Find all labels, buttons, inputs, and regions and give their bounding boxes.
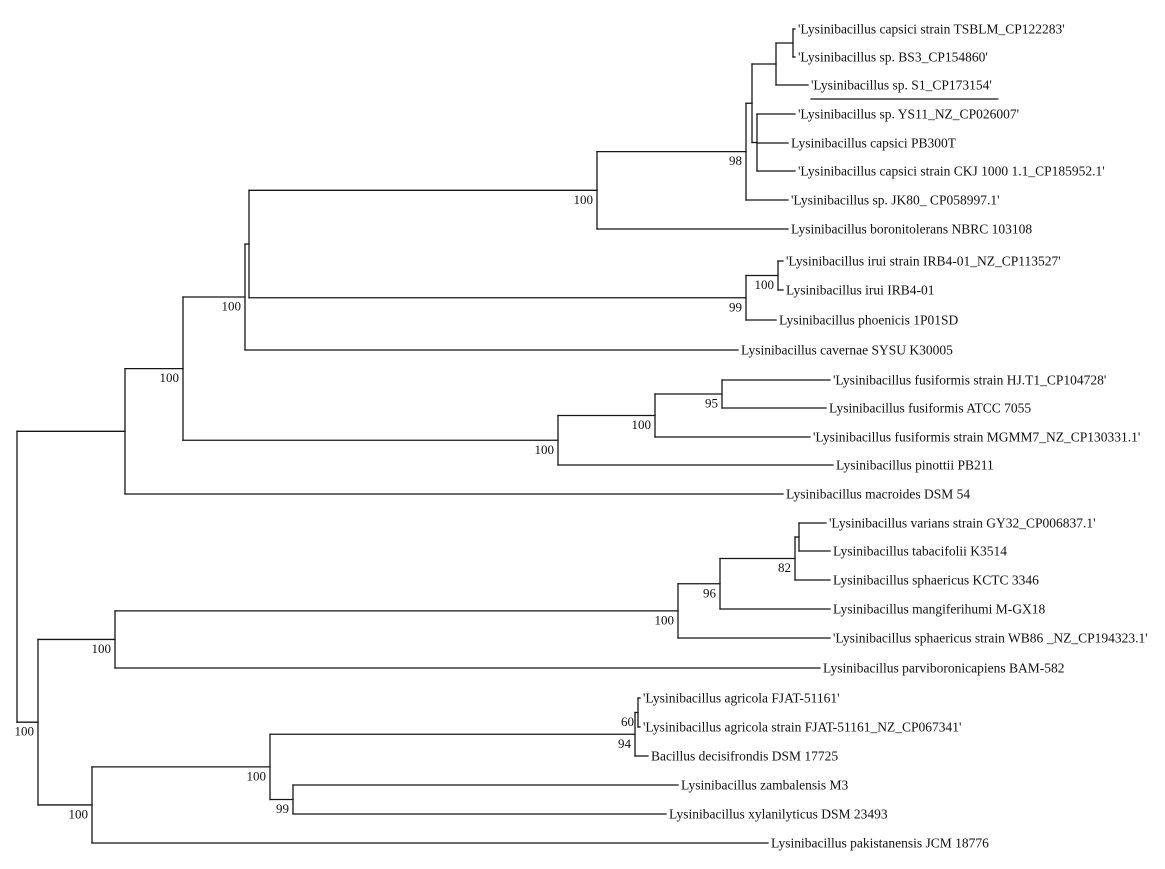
bootstrap-value: 100 (160, 370, 180, 385)
taxon-label: 'Lysinibacillus sphaericus strain WB86 _… (833, 631, 1148, 646)
bootstrap-value: 100 (247, 768, 267, 783)
taxon-label: Lysinibacillus macroides DSM 54 (786, 487, 970, 502)
bootstrap-values: 98 100 100 99 100 95 100 100 100 82 96 100 100 60 94 99… (15, 153, 792, 821)
taxon-label: Bacillus decisifrondis DSM 17725 (651, 749, 838, 764)
bootstrap-value: 94 (618, 736, 632, 751)
bootstrap-value: 100 (655, 612, 675, 627)
bootstrap-value: 99 (276, 801, 289, 816)
taxon-label: 'Lysinibacillus fusiformis strain HJ.T1_… (833, 373, 1106, 388)
taxon-label: Lysinibacillus fusiformis ATCC 7055 (829, 401, 1031, 416)
taxon-label: Lysinibacillus mangiferihumi M-GX18 (833, 602, 1045, 617)
taxon-label: 'Lysinibacillus sp. YS11_NZ_CP026007' (798, 107, 1019, 122)
taxon-label: Lysinibacillus irui IRB4-01 (786, 283, 935, 298)
taxon-labels: 'Lysinibacillus capsici strain TSBLM_CP1… (643, 22, 1148, 851)
taxon-label: Lysinibacillus zambalensis M3 (681, 778, 848, 793)
bootstrap-value: 100 (15, 724, 35, 739)
taxon-label: Lysinibacillus xylanilyticus DSM 23493 (669, 807, 888, 822)
taxon-label: 'Lysinibacillus sp. S1_CP173154' (811, 78, 992, 93)
bootstrap-value: 99 (729, 299, 742, 314)
taxon-label: 'Lysinibacillus sp. BS3_CP154860' (798, 50, 988, 65)
taxon-label: Lysinibacillus pinottii PB211 (836, 458, 994, 473)
branches (16, 28, 834, 844)
bootstrap-value: 100 (222, 299, 242, 314)
taxon-label: 'Lysinibacillus irui strain IRB4-01_NZ_C… (786, 254, 1061, 269)
bootstrap-value: 82 (778, 560, 791, 575)
taxon-label: Lysinibacillus capsici PB300T (791, 136, 957, 151)
taxon-label: Lysinibacillus pakistanensis JCM 18776 (771, 836, 989, 851)
taxon-label: 'Lysinibacillus fusiformis strain MGMM7_… (813, 430, 1140, 445)
taxon-label: Lysinibacillus cavernae SYSU K30005 (741, 343, 953, 358)
bootstrap-value: 100 (632, 417, 652, 432)
bootstrap-value: 100 (574, 192, 594, 207)
taxon-label: Lysinibacillus phoenicis 1P01SD (779, 313, 959, 328)
taxon-label: 'Lysinibacillus agricola strain FJAT-511… (643, 720, 961, 735)
taxon-label: 'Lysinibacillus sp. JK80_ CP058997.1' (791, 193, 1000, 208)
bootstrap-value: 95 (705, 396, 718, 411)
taxon-label: 'Lysinibacillus varians strain GY32_CP00… (829, 516, 1096, 531)
bootstrap-value: 100 (755, 277, 775, 292)
taxon-label: Lysinibacillus tabacifolii K3514 (833, 544, 1007, 559)
bootstrap-value: 98 (729, 153, 742, 168)
taxon-label: Lysinibacillus boronitolerans NBRC 10310… (791, 222, 1032, 237)
taxon-label: 'Lysinibacillus agricola FJAT-51161' (643, 691, 840, 706)
taxon-label: 'Lysinibacillus capsici strain CKJ 1000 … (798, 164, 1105, 179)
taxon-label: 'Lysinibacillus capsici strain TSBLM_CP1… (798, 22, 1065, 37)
bootstrap-value: 60 (621, 714, 634, 729)
bootstrap-value: 100 (69, 806, 89, 821)
taxon-label: Lysinibacillus sphaericus KCTC 3346 (833, 573, 1039, 588)
bootstrap-value: 100 (92, 641, 112, 656)
taxon-label: Lysinibacillus parviboronicapiens BAM-58… (823, 661, 1064, 676)
bootstrap-value: 100 (535, 442, 555, 457)
bootstrap-value: 96 (703, 585, 717, 600)
